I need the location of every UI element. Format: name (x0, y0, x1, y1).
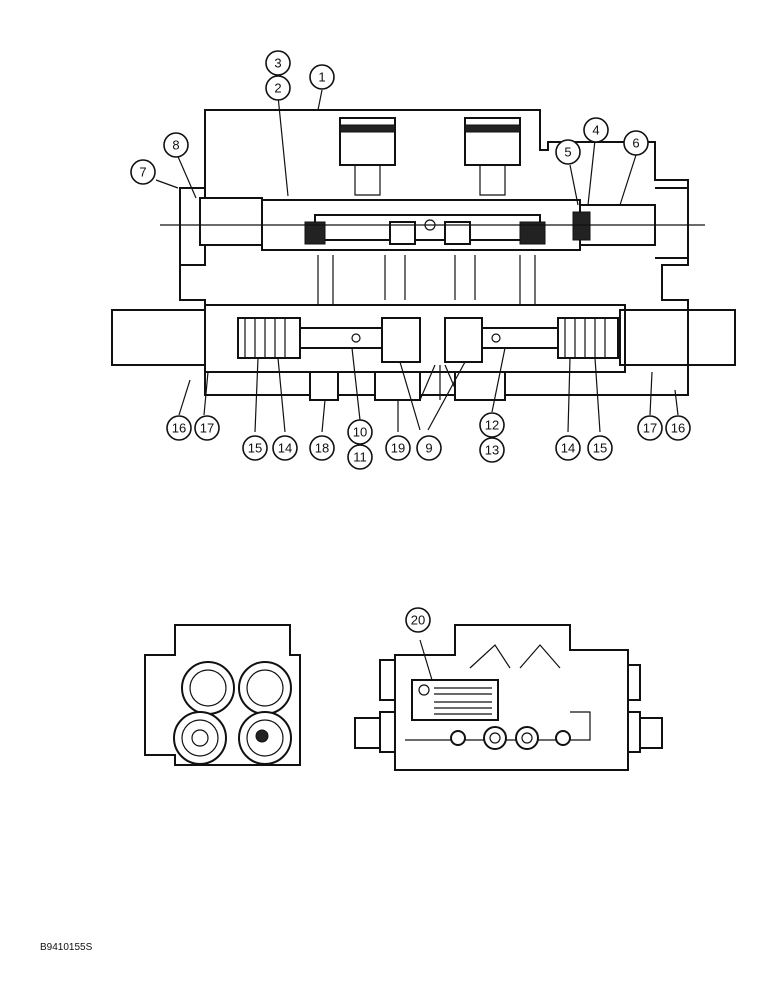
callout: 19 (385, 435, 411, 461)
callout-label: 10 (353, 425, 367, 440)
callout: 17 (194, 415, 220, 441)
callout-label: 17 (643, 421, 657, 436)
callout: 18 (309, 435, 335, 461)
callout-label: 4 (592, 123, 599, 138)
drawing-code: B9410155S (40, 942, 93, 953)
callout-label: 12 (485, 418, 499, 433)
callout: 8 (163, 132, 189, 158)
callout: 15 (587, 435, 613, 461)
callout: 14 (272, 435, 298, 461)
callout: 5 (555, 139, 581, 165)
callout-label: 11 (353, 450, 367, 465)
end-view (144, 624, 301, 766)
callout: 11 (347, 444, 373, 470)
callout: 6 (623, 130, 649, 156)
callout-label: 13 (485, 443, 499, 458)
callout-label: 17 (200, 421, 214, 436)
callout-label: 16 (671, 421, 685, 436)
callout: 7 (130, 159, 156, 185)
callout-label: 8 (172, 138, 179, 153)
callout: 12 (479, 412, 505, 438)
callout-label: 2 (274, 81, 281, 96)
callout-label: 6 (632, 136, 639, 151)
callout: 16 (166, 415, 192, 441)
callout: 9 (416, 435, 442, 461)
callout-label: 20 (411, 613, 425, 628)
callout: 3 (265, 50, 291, 76)
callout-label: 16 (172, 421, 186, 436)
callout: 16 (665, 415, 691, 441)
callout: 1 (309, 64, 335, 90)
callout: 14 (555, 435, 581, 461)
side-view (354, 624, 663, 771)
callout-label: 3 (274, 56, 281, 71)
callout-label: 9 (425, 441, 432, 456)
leader-lines (155, 89, 679, 681)
callout: 20 (405, 607, 431, 633)
callout-label: 14 (278, 441, 292, 456)
callout: 10 (347, 419, 373, 445)
callout-label: 15 (248, 441, 262, 456)
sectional-view (111, 109, 736, 401)
callout: 4 (583, 117, 609, 143)
callout: 15 (242, 435, 268, 461)
callout: 2 (265, 75, 291, 101)
callout-label: 14 (561, 441, 575, 456)
callout: 13 (479, 437, 505, 463)
callout-label: 15 (593, 441, 607, 456)
callout-label: 5 (564, 145, 571, 160)
callout-label: 18 (315, 441, 329, 456)
callout-label: 1 (318, 70, 325, 85)
callout-label: 19 (391, 441, 405, 456)
callout-label: 7 (139, 165, 146, 180)
callout: 17 (637, 415, 663, 441)
